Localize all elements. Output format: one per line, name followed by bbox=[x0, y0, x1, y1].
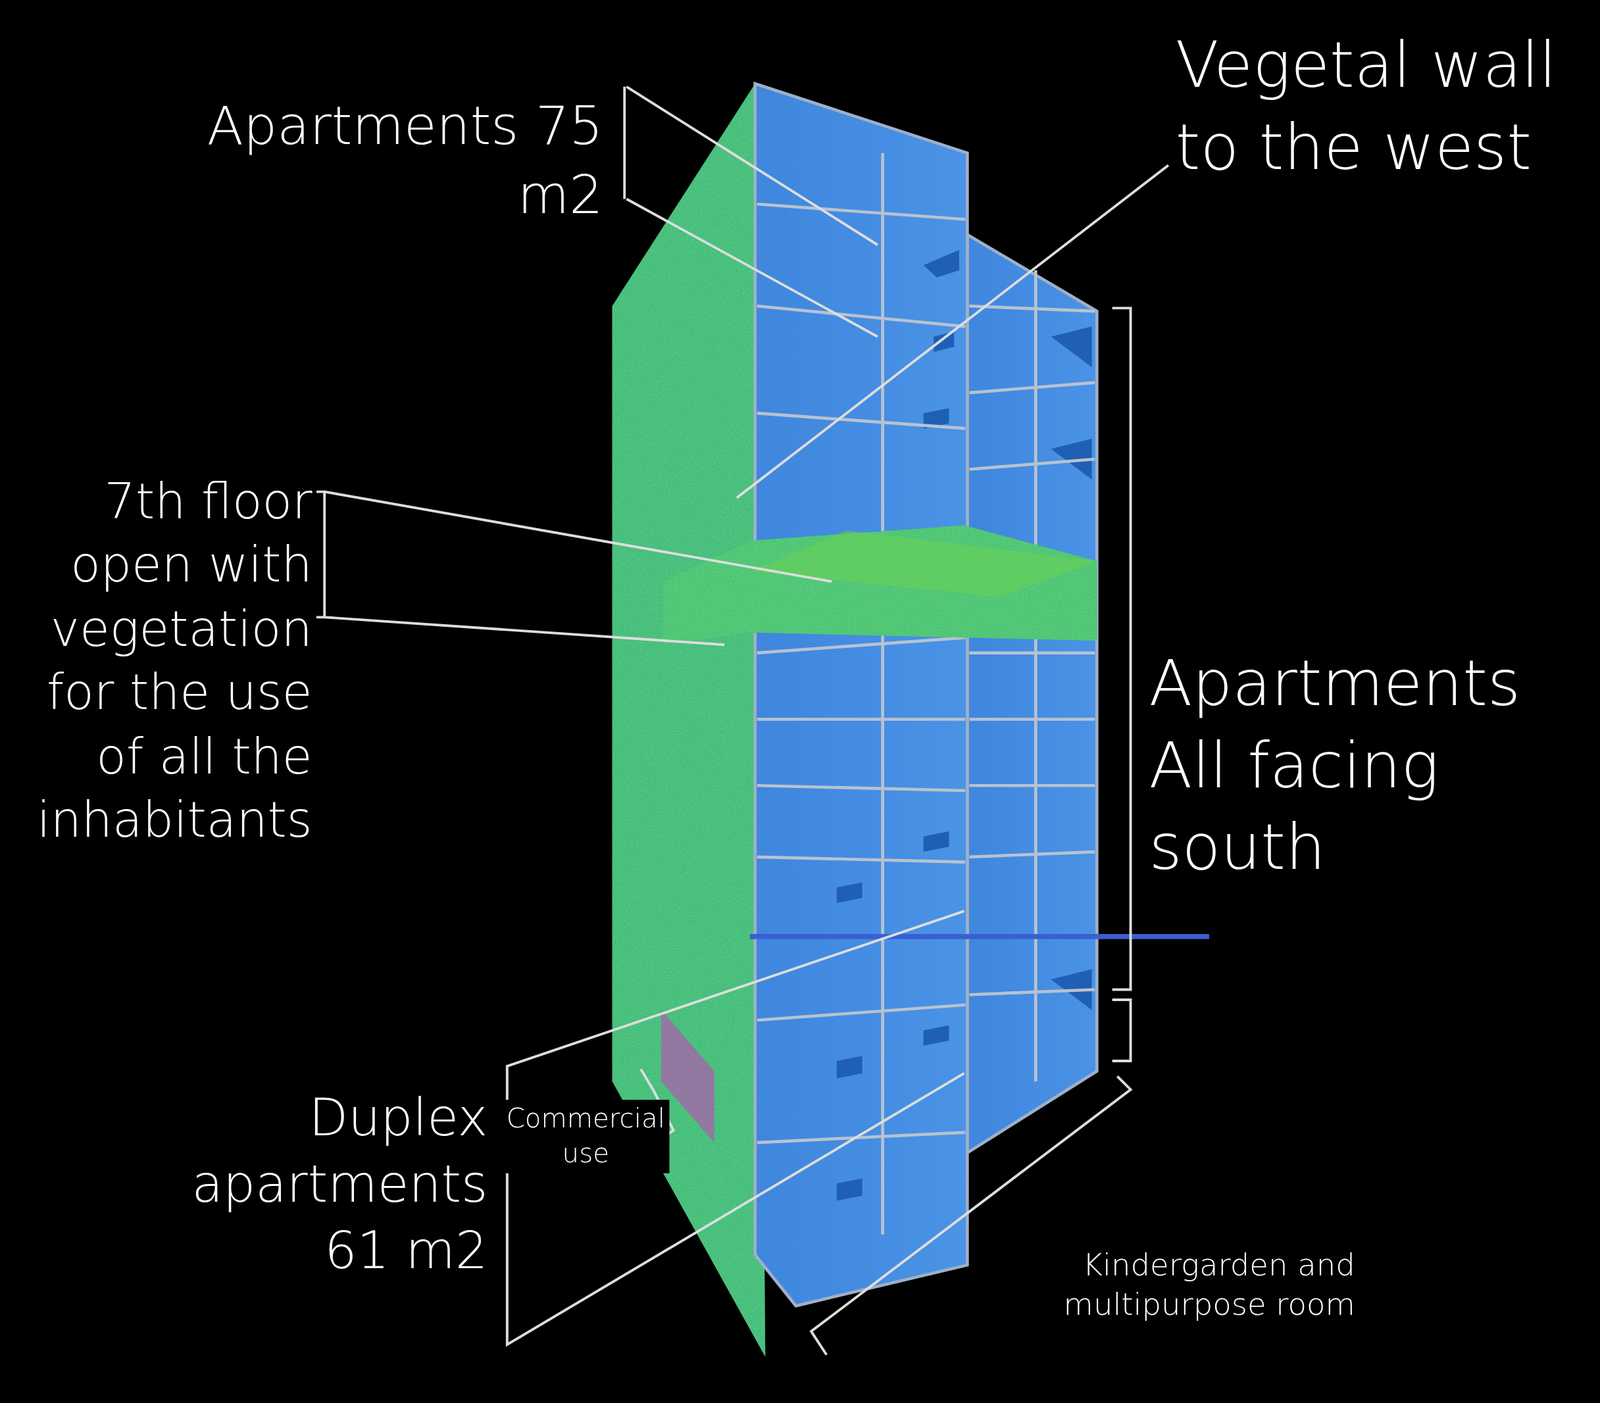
left-tower bbox=[755, 83, 968, 1306]
green-floor-top bbox=[750, 530, 1097, 598]
commercial-label: Commercial use bbox=[501, 1100, 670, 1174]
floor-label: 7th floor open with vegetation for the u… bbox=[10, 467, 317, 854]
right-tower bbox=[967, 234, 1097, 1154]
apartment-label: Apartments 75 m2 bbox=[194, 89, 608, 232]
green-floor-texture bbox=[663, 525, 1097, 645]
floor-lines bbox=[757, 153, 1095, 1235]
marker-line bbox=[750, 934, 1210, 940]
orientation-label: Apartments All facing south bbox=[1144, 640, 1543, 892]
wall-label: Vegetal wall to the west bbox=[1171, 22, 1580, 191]
kindergarden-label: Kindergarden and multipurpose room bbox=[979, 1242, 1360, 1327]
duplex-label: Duplex apartments 61 m2 bbox=[183, 1083, 492, 1287]
green-floor bbox=[663, 525, 1097, 645]
